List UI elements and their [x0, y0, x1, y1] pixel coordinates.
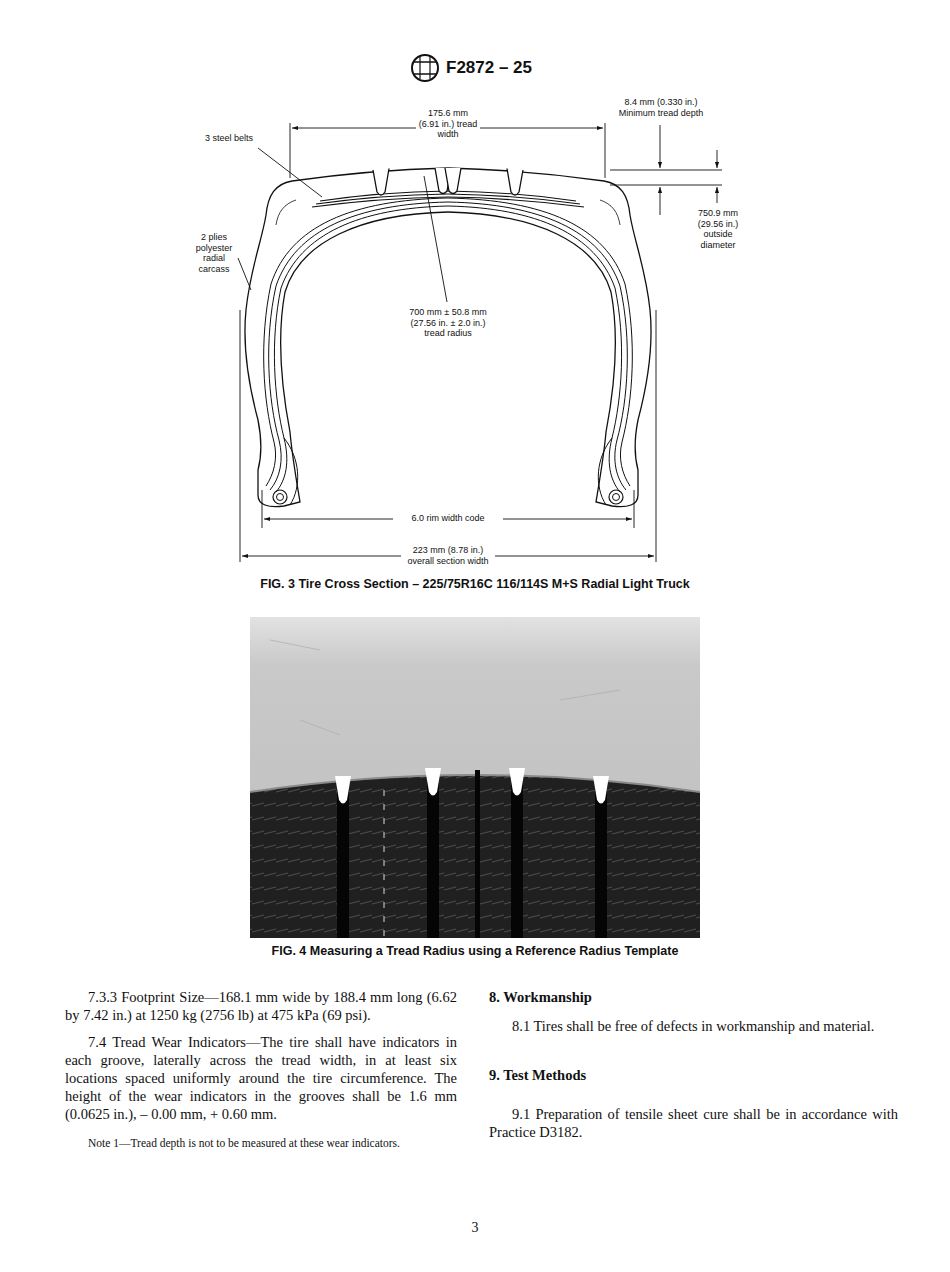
figure-caption: FIG. 4 Measuring a Tread Radius using a … [0, 944, 950, 959]
tire-half [245, 168, 451, 507]
dimension-label: 175.6 mm (6.91 in.) tread width [416, 108, 480, 140]
page-number: 3 [0, 1220, 950, 1236]
tread-photo [250, 617, 700, 938]
figure-caption: FIG. 3 Tire Cross Section – 225/75R16C 1… [0, 577, 950, 592]
body-paragraph: 7.4 Tread Wear Indicators—The tire shall… [65, 1033, 457, 1123]
section-heading: 8. Workmanship [489, 988, 898, 1006]
part-label: 2 plies polyester radial carcass [190, 232, 238, 274]
part-label: 3 steel belts [205, 133, 261, 144]
dimension-lines [238, 123, 722, 562]
dimension-label: 700 mm ± 50.8 mm (27.56 in. ± 2.0 in.) t… [403, 307, 493, 339]
tire-half-mirror [445, 168, 651, 507]
section-heading: 9. Test Methods [489, 1066, 898, 1084]
dimension-label: 8.4 mm (0.330 in.) Minimum tread depth [612, 97, 710, 118]
dimension-label: 223 mm (8.78 in.) overall section width [401, 545, 495, 567]
body-paragraph: 8.1 Tires shall be free of defects in wo… [489, 1017, 898, 1035]
body-paragraph: 7.3.3 Footprint Size—168.1 mm wide by 18… [65, 988, 457, 1024]
note: Note 1—Tread depth is not to be measured… [88, 1136, 458, 1150]
standard-designation: F2872 – 25 [446, 58, 532, 78]
astm-logo [412, 55, 438, 81]
body-paragraph: 9.1 Preparation of tensile sheet cure sh… [489, 1105, 898, 1141]
dimension-label: 6.0 rim width code [393, 513, 503, 524]
dimension-label: 750.9 mm (29.56 in.) outside diameter [691, 208, 745, 250]
